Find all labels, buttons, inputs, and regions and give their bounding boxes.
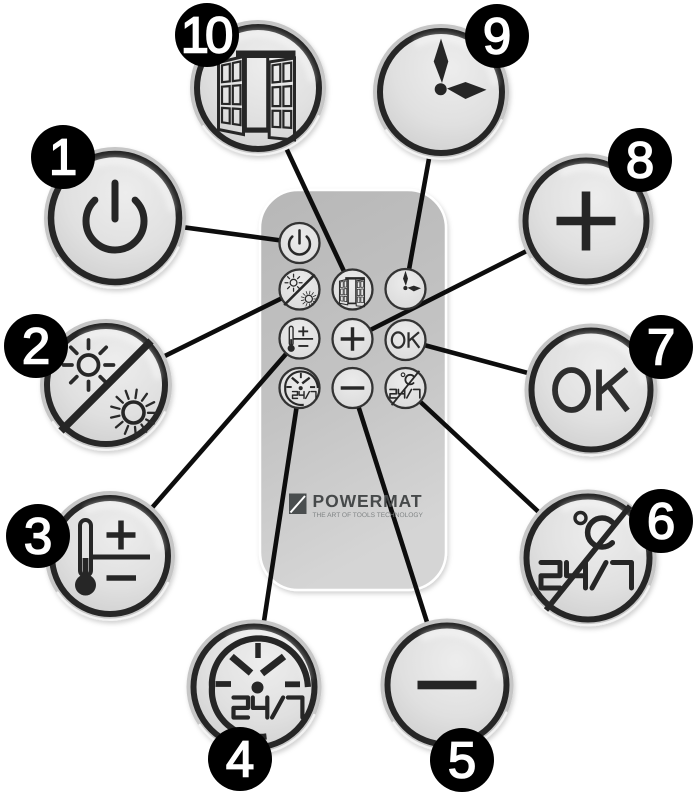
svg-text:10: 10	[181, 7, 232, 64]
svg-text:2: 2	[22, 318, 50, 375]
svg-text:6: 6	[647, 493, 675, 550]
svg-text:POWERMAT: POWERMAT	[313, 491, 423, 511]
svg-text:8: 8	[626, 132, 654, 189]
svg-text:9: 9	[483, 8, 511, 65]
svg-text:7: 7	[647, 319, 675, 376]
svg-text:1: 1	[49, 129, 77, 186]
svg-text:5: 5	[448, 732, 476, 789]
svg-text:3: 3	[24, 508, 52, 565]
svg-text:4: 4	[226, 731, 254, 788]
svg-text:THE ART OF TOOLS TECHNOLOGY: THE ART OF TOOLS TECHNOLOGY	[313, 512, 424, 519]
